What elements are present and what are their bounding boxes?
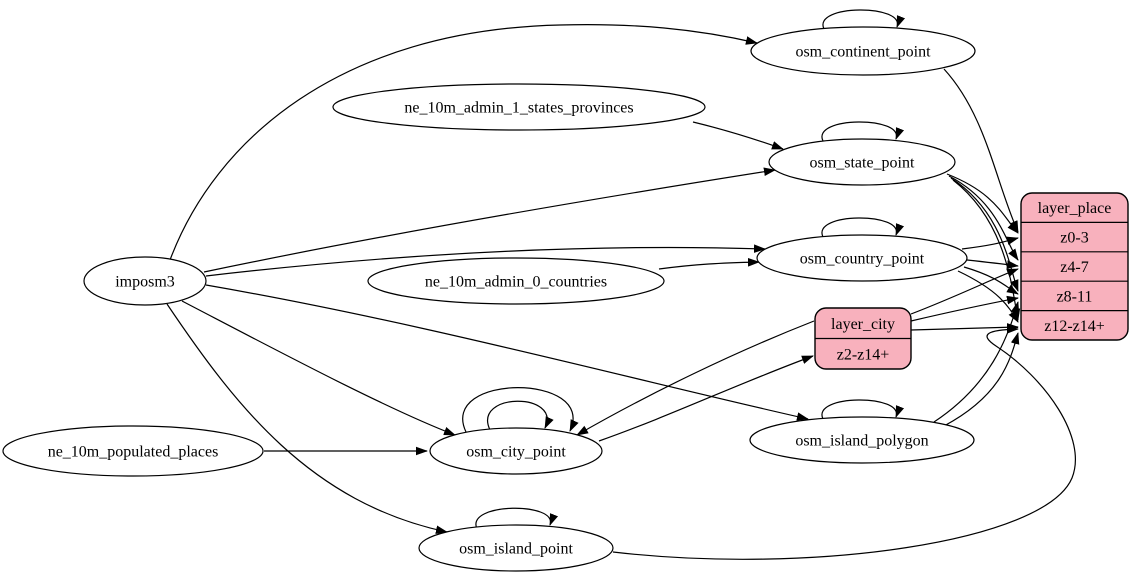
node-osm-island-point: osm_island_point	[418, 524, 614, 572]
edge-layer-city-to-osm-city-point	[576, 320, 815, 436]
node-ellipse	[749, 416, 975, 464]
node-label: osm_continent_point	[795, 44, 931, 61]
edge-imposm3-to-osm-continent-point	[169, 24, 758, 261]
edge-osm-city-point-to-layer-city-z2-z14-	[598, 355, 814, 442]
edge-osm-country-point-to-layer-place-z8-11	[963, 266, 1019, 295]
node-ellipse	[332, 83, 706, 131]
node-ne-10m-admin-0-countries: ne_10m_admin_0_countries	[367, 257, 665, 305]
edge-imposm3-to-osm-country-point	[205, 244, 766, 277]
node-label: osm_city_point	[466, 444, 566, 461]
node-ellipse	[750, 26, 976, 76]
node-label: ne_10m_admin_1_states_provinces	[404, 100, 633, 117]
edge-osm-city-point-to-osm-city-point	[462, 387, 579, 433]
edge-osm-state-point-to-layer-place-z4-7	[948, 175, 1019, 261]
edge-osm-state-point-to-osm-state-point	[821, 121, 905, 142]
node-osm-continent-point: osm_continent_point	[750, 26, 976, 76]
node-osm-island-polygon: osm_island_polygon	[749, 416, 975, 464]
node-osm-city-point: osm_city_point	[429, 427, 603, 475]
node-imposm3: imposm3	[83, 256, 207, 306]
edge-ne-10m-admin-1-states-provinces-to-osm-state-point	[692, 121, 784, 150]
edge-osm-state-point-to-layer-place-z0-3	[946, 173, 1019, 234]
node-ne-10m-admin-1-states-provinces: ne_10m_admin_1_states_provinces	[332, 83, 706, 131]
node-ellipse	[367, 257, 665, 305]
edge-osm-city-point-to-osm-city-point	[487, 400, 554, 431]
edge-osm-island-point-to-osm-island-point	[475, 507, 559, 530]
record-title: layer_city	[831, 316, 895, 333]
node-ellipse	[2, 425, 264, 477]
edge-imposm3-to-osm-island-polygon	[205, 284, 809, 421]
node-ne-10m-populated-places: ne_10m_populated_places	[2, 425, 264, 477]
node-ellipse	[756, 234, 968, 282]
record-row-label: z8-11	[1057, 288, 1093, 305]
record-row-label: z4-7	[1060, 259, 1088, 276]
edge-osm-country-point-to-layer-place-z12-z14-	[957, 270, 1019, 323]
record-box	[1020, 192, 1129, 341]
node-label: imposm3	[115, 274, 175, 291]
node-label: osm_country_point	[800, 251, 925, 268]
record-title: layer_place	[1038, 200, 1112, 217]
edge-osm-state-point-to-layer-place-z12-z14-	[952, 179, 1021, 321]
edge-osm-continent-point-to-layer-place-z0-3	[943, 68, 1019, 233]
edge-osm-continent-point-to-osm-continent-point	[822, 9, 906, 30]
node-layer-city: layer_city z2-z14+	[814, 307, 912, 370]
record-row-label: z12-z14+	[1044, 318, 1105, 335]
edge-imposm3-to-osm-state-point	[203, 167, 776, 273]
node-ellipse	[429, 427, 603, 475]
edge-osm-state-point-to-layer-place-z8-11	[950, 177, 1019, 292]
edge-osm-island-point-to-layer-place-z12-z14-	[612, 325, 1076, 560]
node-label: osm_state_point	[810, 155, 915, 172]
edge-osm-island-polygon-to-layer-place-z12-z14-	[943, 332, 1020, 427]
edge-osm-country-point-to-osm-country-point	[821, 217, 905, 238]
edge-osm-country-point-to-layer-place-z4-7	[966, 259, 1019, 269]
node-label: osm_island_point	[459, 541, 573, 558]
node-layer-place: layer_place z0-3 z4-7 z8-11 z12-z14+	[1020, 192, 1129, 341]
node-ellipse	[83, 256, 207, 306]
edge-imposm3-to-osm-city-point	[181, 300, 456, 436]
record-row-label: z2-z14+	[837, 346, 890, 363]
node-label: ne_10m_populated_places	[48, 444, 219, 461]
edge-layer-city-to-layer-place-z4-7	[910, 268, 1019, 315]
edge-osm-island-polygon-to-osm-island-polygon	[821, 399, 905, 420]
edge-ne-10m-admin-0-countries-to-osm-country-point	[658, 257, 760, 270]
node-label: ne_10m_admin_0_countries	[425, 274, 607, 291]
node-label: osm_island_polygon	[795, 433, 928, 450]
node-ellipse	[768, 138, 956, 186]
node-ellipse	[418, 524, 614, 572]
edge-osm-island-polygon-to-layer-place-z8-11	[933, 301, 1020, 423]
node-osm-state-point: osm_state_point	[768, 138, 956, 186]
edge-layer-city-to-layer-place-z8-11	[910, 295, 1019, 322]
node-osm-country-point: osm_country_point	[756, 234, 968, 282]
record-row-label: z0-3	[1060, 230, 1088, 247]
edge-imposm3-to-osm-island-point	[166, 303, 448, 534]
edge-osm-country-point-to-layer-place-z0-3	[961, 236, 1019, 250]
